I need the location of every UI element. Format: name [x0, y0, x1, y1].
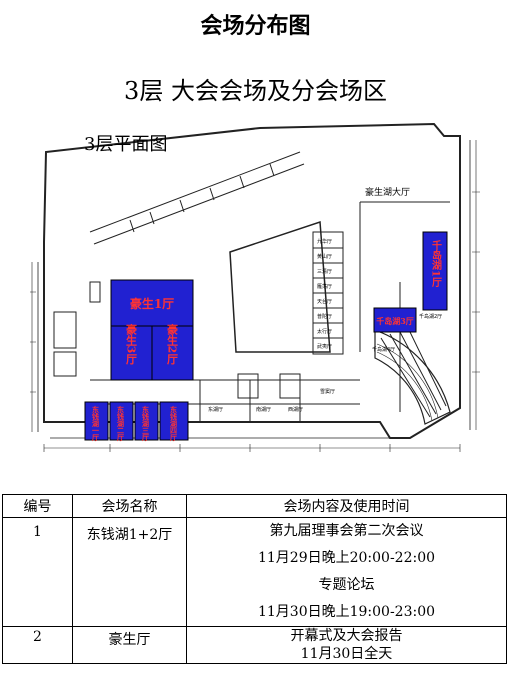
page-subtitle: 3层 大会会场及分会场区 [124, 77, 387, 105]
room-putuo: 普陀厅 [317, 313, 332, 320]
row-no: 2 [2, 626, 73, 664]
header-no: 编号 [2, 494, 73, 518]
room-xuedou: 雪窦厅 [320, 388, 335, 395]
content-line: 11月30日全天 [300, 646, 393, 662]
hall-dongqian-3: 东钱湖三厅 [142, 405, 151, 442]
table-header-row: 编号 会场名称 会场内容及使用时间 [2, 494, 507, 518]
venue-table: 编号 会场名称 会场内容及使用时间 1 东钱湖1+2厅 第九届理事会第二次会议 … [2, 494, 507, 664]
header-name: 会场名称 [72, 494, 187, 518]
hall-qiandao-3: 千岛湖3厅 [376, 316, 414, 326]
hall-dongqian-1: 东钱湖一厅 [92, 405, 101, 442]
row-name: 豪生厅 [72, 626, 187, 664]
row-name: 东钱湖1+2厅 [72, 517, 187, 627]
table-row: 1 东钱湖1+2厅 第九届理事会第二次会议 11月29日晚上20:00-22:0… [2, 517, 507, 627]
hall-haosheng-2: 豪生2厅 [166, 322, 179, 365]
room-xihu: 西湖厅 [288, 406, 303, 413]
page-title: 会场分布图 [200, 14, 311, 39]
table-row: 2 豪生厅 开幕式及大会报告 11月30日全天 [2, 626, 507, 664]
room-tiantai: 天台厅 [317, 298, 332, 305]
floor-plan-label: 3层平面图 [84, 134, 168, 155]
row-content: 第九届理事会第二次会议 11月29日晚上20:00-22:00 专题论坛 11月… [186, 517, 507, 627]
content-line: 开幕式及大会报告 [290, 628, 403, 644]
room-qiandao-2: 千岛湖2厅 [419, 313, 442, 320]
hall-dongqian-4: 东钱湖四厅 [170, 405, 179, 442]
hall-haosheng-3: 豪生3厅 [125, 322, 138, 365]
room-wuyi: 武夷厅 [317, 343, 332, 350]
room-haosheng-lake: 豪生湖大厅 [365, 186, 410, 198]
content-line: 第九届理事会第二次会议 [269, 523, 424, 539]
row-content: 开幕式及大会报告 11月30日全天 [186, 626, 507, 664]
room-huangshan: 黄山厅 [317, 253, 332, 260]
content-line: 11月29日晚上20:00-22:00 [257, 550, 436, 566]
room-sanqing: 三清厅 [317, 268, 332, 275]
content-line: 专题论坛 [318, 577, 375, 593]
room-qiandao-4: 千岛湖4厅 [372, 346, 395, 353]
hall-haosheng-1: 豪生1厅 [130, 296, 174, 311]
hall-qiandao-1: 千岛湖1厅 [430, 239, 442, 288]
header-content: 会场内容及使用时间 [186, 494, 507, 518]
room-donghu: 东湖厅 [208, 406, 223, 413]
room-jiuhua: 九华厅 [317, 238, 332, 245]
floor-plan: 豪生1厅 豪生3厅 豪生2厅 东钱湖一厅 东钱湖二厅 东钱湖三厅 东钱湖四厅 千… [30, 122, 480, 452]
room-taihang: 太行厅 [317, 328, 332, 335]
hall-dongqian-2: 东钱湖二厅 [117, 405, 126, 442]
room-yandang: 雁荡厅 [317, 283, 332, 290]
room-nanhu: 南湖厅 [256, 406, 271, 413]
content-line: 11月30日晚上19:00-23:00 [257, 604, 436, 620]
row-no: 1 [2, 517, 73, 627]
